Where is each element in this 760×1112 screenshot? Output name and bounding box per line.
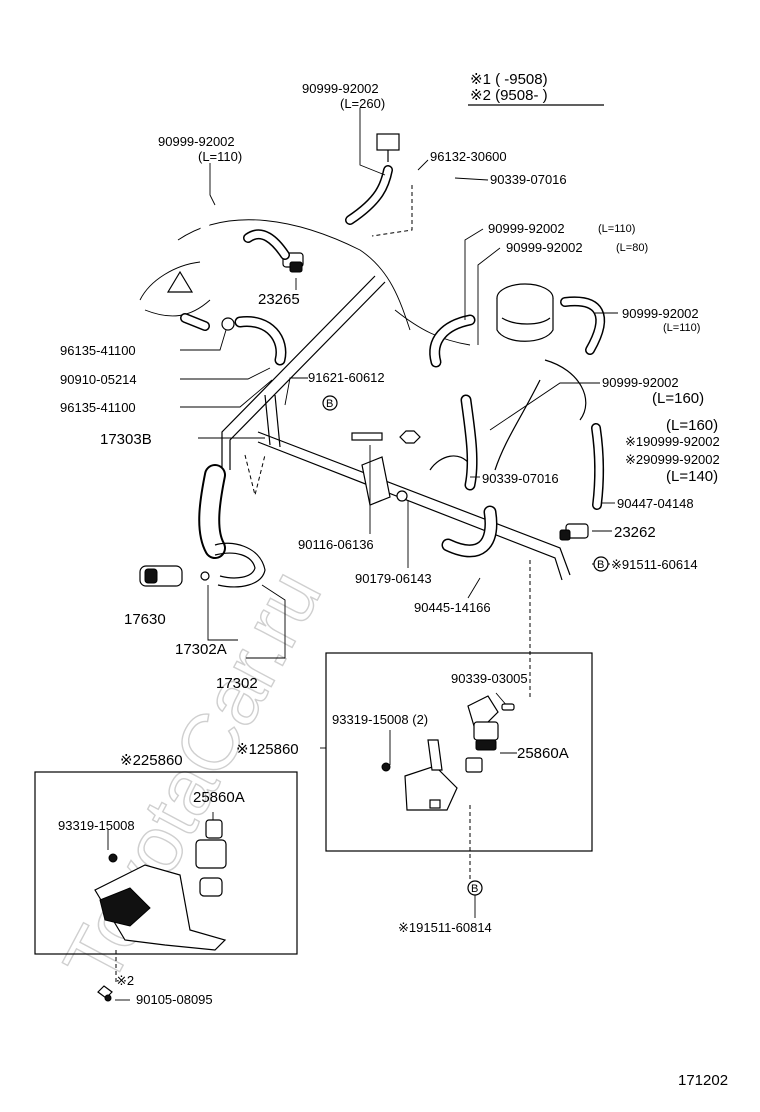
callout-17302A: 17302A (175, 641, 227, 658)
callout-90116-06136: 90116-06136 (298, 537, 374, 552)
vsv-bracket-1 (404, 765, 458, 811)
vsv-bracket-2 (94, 864, 227, 951)
svg-text:B: B (597, 559, 604, 571)
callout-90179-06143: 90179-06143 (355, 571, 432, 586)
figure-number: 171202 (678, 1072, 728, 1089)
svg-text:B: B (471, 883, 478, 895)
callout-note1-91511-60814: ※191511-60814 (398, 920, 492, 935)
callout-hose-90999-92002-c: 90999-92002 (506, 240, 583, 255)
ref-marker-1: B (322, 395, 338, 411)
callout-hose-90999-92002-d: 90999-92002 (622, 306, 699, 321)
stud-bolt (351, 432, 383, 441)
screw-93319 (381, 762, 391, 772)
callout-length-l110-b: (L=110) (598, 223, 635, 235)
callout-length-l160-b: (L=160) (666, 417, 718, 434)
vsv-25860a-body (467, 695, 499, 727)
canister-body (496, 298, 554, 342)
callout-23262: 23262 (614, 524, 656, 541)
main-assembly-drawing (139, 133, 606, 700)
callout-25860A-b: 25860A (193, 789, 245, 806)
manifold-outline (177, 219, 411, 331)
fuel-tube-17303B (257, 431, 571, 576)
callout-note2-25860: ※225860 (120, 752, 183, 769)
callout-note2-bolt: ※2 (116, 973, 134, 988)
vsv-connector-top (376, 133, 400, 151)
callout-93319-15008-x2: 93319-15008 (2) (332, 712, 428, 727)
fuel-tube-upper (229, 281, 386, 470)
ref-marker-3: B (467, 880, 483, 896)
callout-length-l140: (L=140) (666, 468, 718, 485)
callout-90339-03005: 90339-03005 (451, 671, 528, 686)
manifold-outline-left (139, 261, 201, 301)
bracket (361, 456, 391, 506)
clip (396, 490, 408, 502)
callout-23265: 23265 (258, 291, 300, 308)
canister-outline (544, 359, 587, 421)
svg-text:B: B (326, 398, 333, 410)
callout-17303B: 17303B (100, 431, 152, 448)
callout-25860A-a: 25860A (517, 745, 569, 762)
callout-96132-30600: 96132-30600 (430, 149, 507, 164)
callout-91621-60612: 91621-60612 (308, 370, 385, 385)
callout-length-l110-a: (L=110) (198, 149, 242, 164)
hose-90339-03005 (501, 703, 515, 711)
callout-note1-90999-92002: ※190999-92002 (625, 434, 720, 449)
callout-length-l160-a: (L=160) (652, 390, 704, 407)
subassembly-box-2 (34, 771, 298, 955)
check-valve-part (166, 270, 194, 293)
legend-line-2: ※2 (9508- ) (470, 87, 548, 104)
vsv-assembly-1 (381, 695, 515, 811)
ref-marker-2: B (593, 556, 609, 572)
callout-90447-04148: 90447-04148 (617, 496, 694, 511)
vsv-assembly-2 (94, 819, 227, 951)
callout-90105-08095: 90105-08095 (136, 992, 213, 1007)
callout-note-91511-60614: ※91511-60614 (611, 557, 698, 572)
callout-length-l110-d: (L=110) (663, 322, 700, 334)
hose-clamp (221, 317, 235, 331)
callout-90445-14166: 90445-14166 (414, 600, 491, 615)
callout-17630: 17630 (124, 611, 166, 628)
callout-note2-90999-92002: ※290999-92002 (625, 452, 720, 467)
callout-90339-07016-a: 90339-07016 (490, 172, 567, 187)
callout-93319-15008: 93319-15008 (58, 818, 135, 833)
callout-length-l260: (L=260) (340, 96, 385, 111)
callout-note1-25860: ※125860 (236, 741, 299, 758)
callout-hose-90999-92002-l260: 90999-92002 (302, 81, 379, 96)
callout-96135-41100-b: 96135-41100 (60, 400, 136, 415)
callout-17302: 17302 (216, 675, 258, 692)
callout-hose-90999-92002-b: 90999-92002 (488, 221, 565, 236)
callout-hose-90999-92002-a: 90999-92002 (158, 134, 235, 149)
callout-90339-07016-b: 90339-07016 (482, 471, 559, 486)
legend-line-1: ※1 ( -9508) (470, 71, 548, 88)
callout-96135-41100-a: 96135-41100 (60, 343, 136, 358)
callout-length-l80: (L=80) (616, 242, 648, 254)
vsv-25860a-body-2 (205, 819, 223, 839)
callout-90910-05214: 90910-05214 (60, 372, 137, 387)
nut (399, 430, 421, 444)
callout-hose-90999-92002-e: 90999-92002 (602, 375, 679, 390)
screw-93319-b (108, 853, 118, 863)
subassembly-box-1 (325, 652, 593, 852)
